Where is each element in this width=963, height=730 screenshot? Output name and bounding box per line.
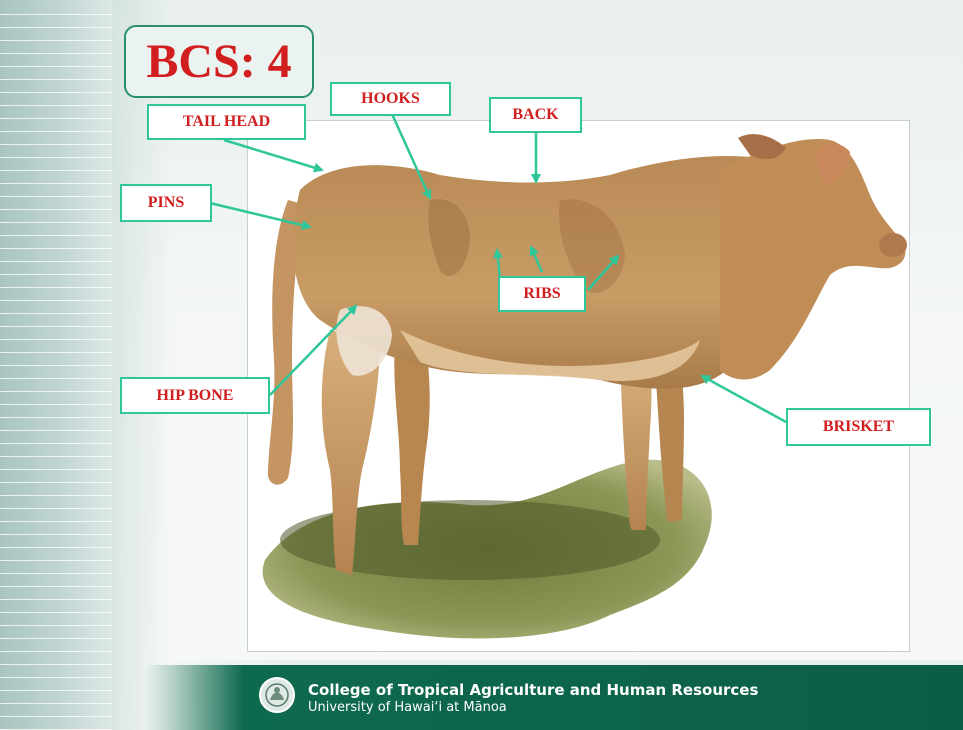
label-brisket: BRISKET: [786, 408, 931, 446]
bcs-title: BCS: 4: [146, 34, 291, 89]
label-hooks: HOOKS: [330, 82, 451, 116]
cow-ear: [738, 134, 786, 159]
label-back-text: BACK: [512, 106, 558, 124]
bcs-title-box: BCS: 4: [124, 25, 314, 98]
footer-college-name: College of Tropical Agriculture and Huma…: [308, 681, 758, 699]
label-pins-text: PINS: [148, 194, 184, 212]
label-hip-bone: HIP BONE: [120, 377, 270, 414]
label-hip-bone-text: HIP BONE: [157, 387, 234, 405]
label-ribs-text: RIBS: [523, 285, 560, 303]
label-hooks-text: HOOKS: [361, 90, 420, 108]
label-tail-head-text: TAIL HEAD: [183, 113, 270, 131]
label-ribs: RIBS: [498, 276, 586, 312]
footer-university-name: University of Hawai‘i at Mānoa: [308, 700, 507, 715]
cow-neck: [720, 139, 905, 379]
label-brisket-text: BRISKET: [823, 418, 894, 436]
label-back: BACK: [489, 97, 582, 133]
label-tail-head: TAIL HEAD: [147, 104, 306, 140]
cow-muzzle: [879, 233, 907, 257]
university-seal-icon: [258, 676, 296, 714]
label-pins: PINS: [120, 184, 212, 222]
